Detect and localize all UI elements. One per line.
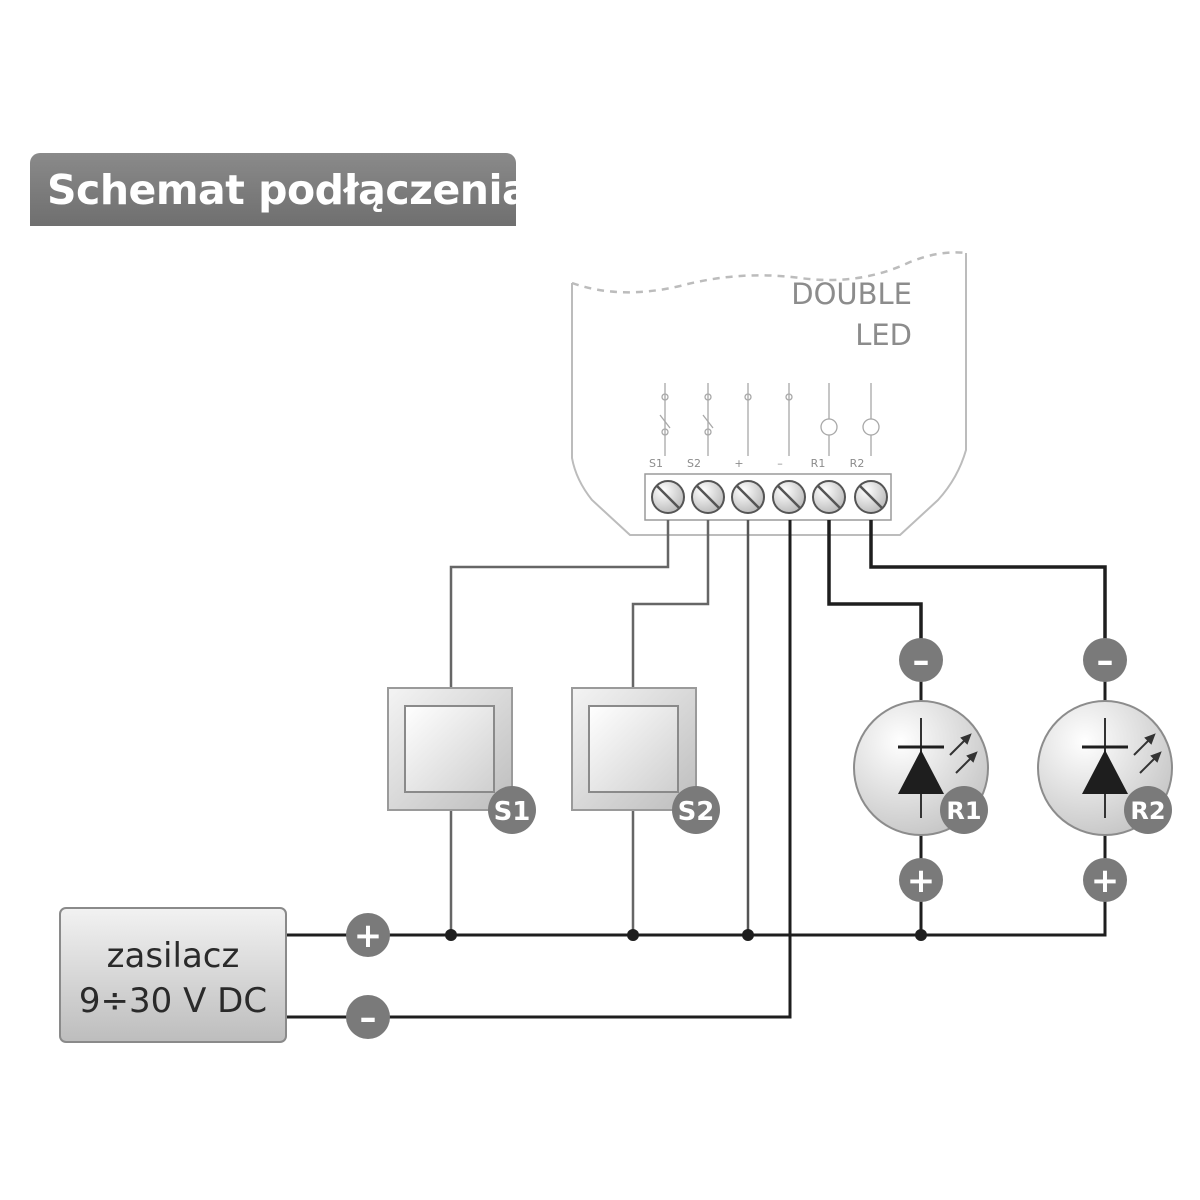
terminal-label-s1: S1 [649,457,663,470]
wire-module-minus [388,520,792,1019]
switch-s1-label: S1 [494,797,531,827]
terminal-label-r2: R2 [850,457,865,470]
screw-s1 [651,480,685,514]
wire-r2-plus-bus [921,898,1107,937]
led-r2-badge [1124,786,1172,834]
led-r2-label: R2 [1130,797,1165,825]
led-r1-diode-icon [898,750,944,794]
terminal-label-plus: + [734,457,743,470]
led-r2-plus-badge [1083,858,1127,902]
led-r1: – R1 + [853,638,989,902]
wire-r2 [869,520,1107,642]
power-plus-terminal: + [346,913,390,957]
screw-r1 [812,480,846,514]
led-r2: – R2 + [1037,638,1173,902]
screw-minus [772,480,806,514]
switch-s2-badge [672,786,720,834]
power-minus-terminal: – [346,995,390,1039]
led-r2-minus-badge [1083,638,1127,682]
led-r1-label: R1 [946,797,981,825]
title-banner [30,153,516,226]
switch-s2: S2 [571,687,720,834]
terminal-screws [651,480,888,514]
wire-r1 [827,520,923,642]
module-internal-symbols [659,383,880,456]
led-r2-plus-sign: + [1091,861,1120,901]
power-plus-sign: + [354,916,383,956]
module-housing [571,251,967,536]
led-r1-badge [940,786,988,834]
led-r1-minus-badge [899,638,943,682]
power-minus-sign: – [360,998,377,1038]
diagram-title: Schemat podłączenia [47,166,530,214]
module-name-line1: DOUBLE [791,277,912,311]
switch-s2-label: S2 [678,797,715,827]
wire-s2 [631,520,710,688]
led-r1-minus-sign: – [913,641,930,681]
junction-r1 [915,929,927,941]
led-r2-light-arrows-icon [1133,733,1162,774]
terminal-block [644,473,892,521]
wire-s1 [449,520,670,688]
junction-module-plus [742,929,754,941]
screw-s2 [691,480,725,514]
power-supply-label-line1: zasilacz [107,936,240,976]
junction-s1 [445,929,457,941]
led-r1-light-arrows-icon [949,733,978,774]
terminal-label-minus: – [777,457,783,470]
power-supply-label-line2: 9÷30 V DC [79,981,267,1021]
led-r1-plus-badge [899,858,943,902]
led-r1-plus-sign: + [907,861,936,901]
led-r2-minus-sign: – [1097,641,1114,681]
junction-dots [445,929,927,941]
power-supply: zasilacz 9÷30 V DC [59,907,287,1043]
terminal-label-r1: R1 [811,457,826,470]
switch-s1-badge [488,786,536,834]
led-r2-diode-icon [1082,750,1128,794]
junction-s2 [627,929,639,941]
module-name-line2: LED [855,318,912,352]
screw-plus [731,480,765,514]
terminal-label-s2: S2 [687,457,701,470]
switch-s1: S1 [387,687,536,834]
screw-r2 [854,480,888,514]
